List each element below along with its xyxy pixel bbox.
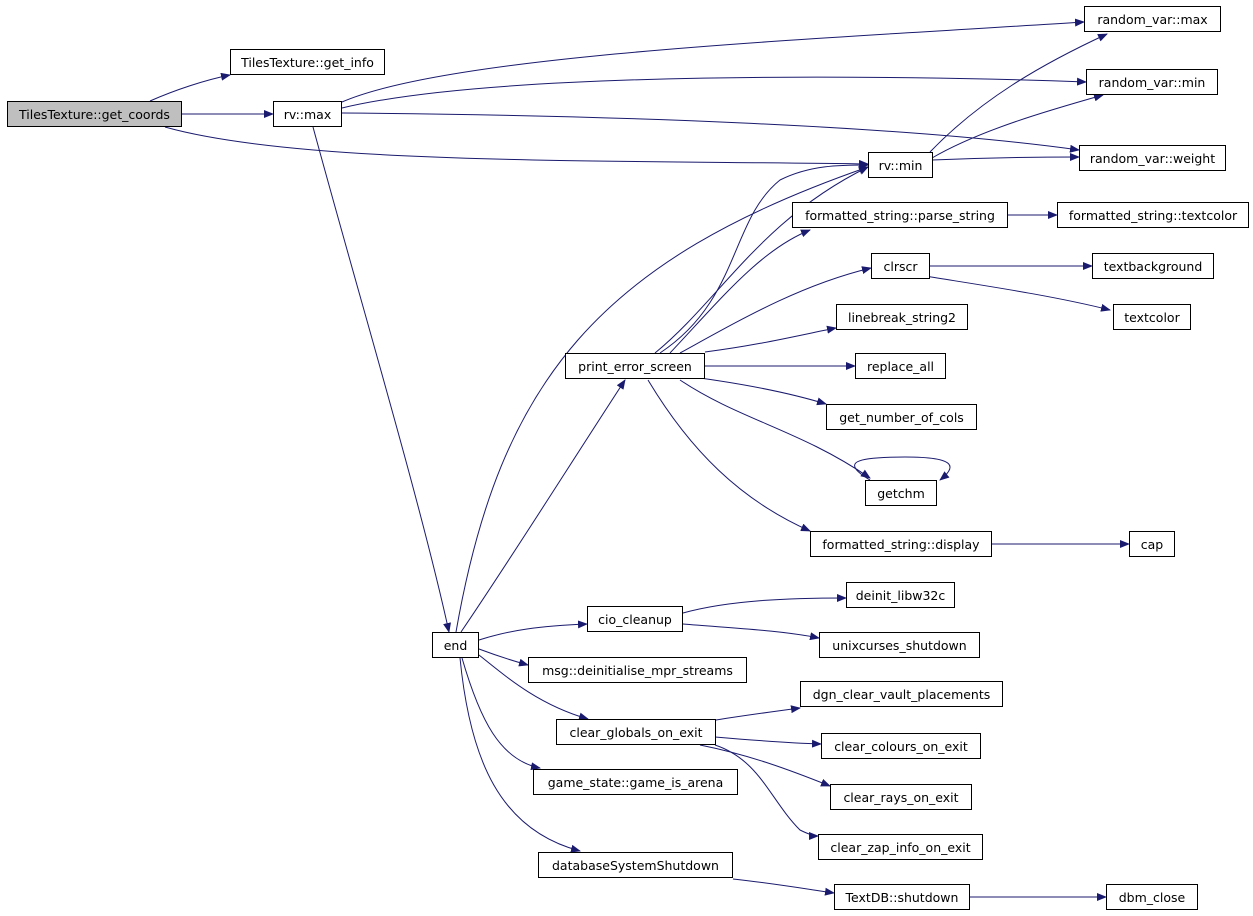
- node-rvar-weight[interactable]: random_var::weight: [1079, 145, 1226, 171]
- node-dgn-clear[interactable]: dgn_clear_vault_placements: [800, 681, 1003, 707]
- edge-print-error-to-get-cols: [699, 377, 827, 406]
- node-get-cols[interactable]: get_number_of_cols: [826, 404, 977, 430]
- node-replace-all[interactable]: replace_all: [855, 353, 946, 379]
- edge-clear-globals-to-zap: [714, 744, 819, 840]
- node-game-arena[interactable]: game_state::game_is_arena: [533, 769, 738, 795]
- node-rvar-max[interactable]: random_var::max: [1084, 6, 1221, 32]
- node-getchm[interactable]: getchm: [865, 480, 937, 506]
- edge-rv-max-to-rvar-max: [341, 18, 1085, 103]
- edge-cio-cleanup-to-unixcurses: [682, 623, 820, 641]
- node-textbackground[interactable]: textbackground: [1092, 253, 1214, 279]
- node-clear-colours[interactable]: clear_colours_on_exit: [821, 733, 981, 759]
- node-cio-cleanup[interactable]: cio_cleanup: [587, 606, 683, 632]
- edge-clear-globals-to-dgn: [709, 705, 801, 722]
- node-db-shutdown[interactable]: databaseSystemShutdown: [538, 852, 733, 878]
- node-linebreak[interactable]: linebreak_string2: [836, 304, 968, 330]
- edge-print-error-to-getchm: [679, 379, 871, 479]
- node-clear-zap[interactable]: clear_zap_info_on_exit: [818, 834, 983, 860]
- node-rv-max[interactable]: rv::max: [273, 101, 342, 127]
- edge-rv-max-to-end: [312, 126, 451, 633]
- node-rv-min[interactable]: rv::min: [868, 152, 933, 178]
- edge-end-to-print-error: [460, 379, 626, 633]
- edge-end-to-cio-cleanup: [478, 620, 588, 641]
- edge-layer: [149, 18, 1130, 901]
- node-deinit-libw32c[interactable]: deinit_libw32c: [846, 582, 955, 608]
- edge-print-error-to-fs-display: [647, 379, 811, 532]
- edge-db-shutdown-to-textdb: [732, 878, 835, 896]
- node-dbm-close[interactable]: dbm_close: [1106, 884, 1198, 910]
- edge-print-error-to-rv-min-2: [659, 161, 869, 354]
- node-unixcurses[interactable]: unixcurses_shutdown: [819, 632, 980, 658]
- node-get-info[interactable]: TilesTexture::get_info: [230, 49, 385, 75]
- node-cap[interactable]: cap: [1129, 531, 1175, 557]
- node-fs-textcolor[interactable]: formatted_string::textcolor: [1057, 202, 1249, 228]
- edge-print-error-to-clrscr: [679, 266, 872, 354]
- edge-print-error-to-rv-min: [654, 166, 869, 354]
- edge-rv-min-to-rvar-max: [929, 33, 1108, 153]
- node-textdb-shutdown[interactable]: TextDB::shutdown: [834, 884, 970, 910]
- edge-clear-globals-to-rays: [699, 744, 831, 787]
- edge-clrscr-to-textcolor: [924, 275, 1111, 312]
- edge-end-to-clear-globals: [478, 654, 589, 721]
- edge-end-to-msg-deinit: [478, 648, 529, 667]
- node-end[interactable]: end: [432, 632, 479, 658]
- node-print-error[interactable]: print_error_screen: [565, 353, 705, 379]
- edge-getchm-self-loop: [854, 456, 951, 481]
- edge-end-to-rv-min: [455, 166, 869, 633]
- edge-rv-max-to-rvar-min: [341, 76, 1087, 109]
- edge-rv-max-to-rvar-weight: [341, 112, 1080, 153]
- edge-get-coords-to-rv-min: [164, 126, 869, 168]
- node-parse-string[interactable]: formatted_string::parse_string: [792, 202, 1008, 228]
- node-clrscr[interactable]: clrscr: [871, 253, 930, 279]
- edge-rv-min-to-rvar-weight: [931, 153, 1080, 162]
- node-fs-display[interactable]: formatted_string::display: [810, 531, 992, 557]
- edge-clear-globals-to-colours: [714, 736, 822, 748]
- edge-get-coords-to-get-info: [149, 72, 231, 102]
- edge-cio-cleanup-to-deinit: [682, 594, 847, 614]
- node-get-coords[interactable]: TilesTexture::get_coords: [7, 101, 182, 127]
- node-clear-rays[interactable]: clear_rays_on_exit: [830, 784, 972, 810]
- edge-print-error-to-linebreak: [704, 325, 837, 353]
- edge-rv-min-to-rvar-min: [931, 93, 1104, 159]
- edge-print-error-to-parse-string: [669, 229, 811, 354]
- edge-end-to-db-shutdown: [459, 657, 581, 853]
- node-rvar-min[interactable]: random_var::min: [1086, 69, 1218, 95]
- node-textcolor[interactable]: textcolor: [1113, 304, 1191, 330]
- edge-end-to-game-arena: [461, 657, 541, 771]
- node-msg-deinit[interactable]: msg::deinitialise_mpr_streams: [528, 657, 747, 683]
- node-clear-globals[interactable]: clear_globals_on_exit: [556, 719, 716, 745]
